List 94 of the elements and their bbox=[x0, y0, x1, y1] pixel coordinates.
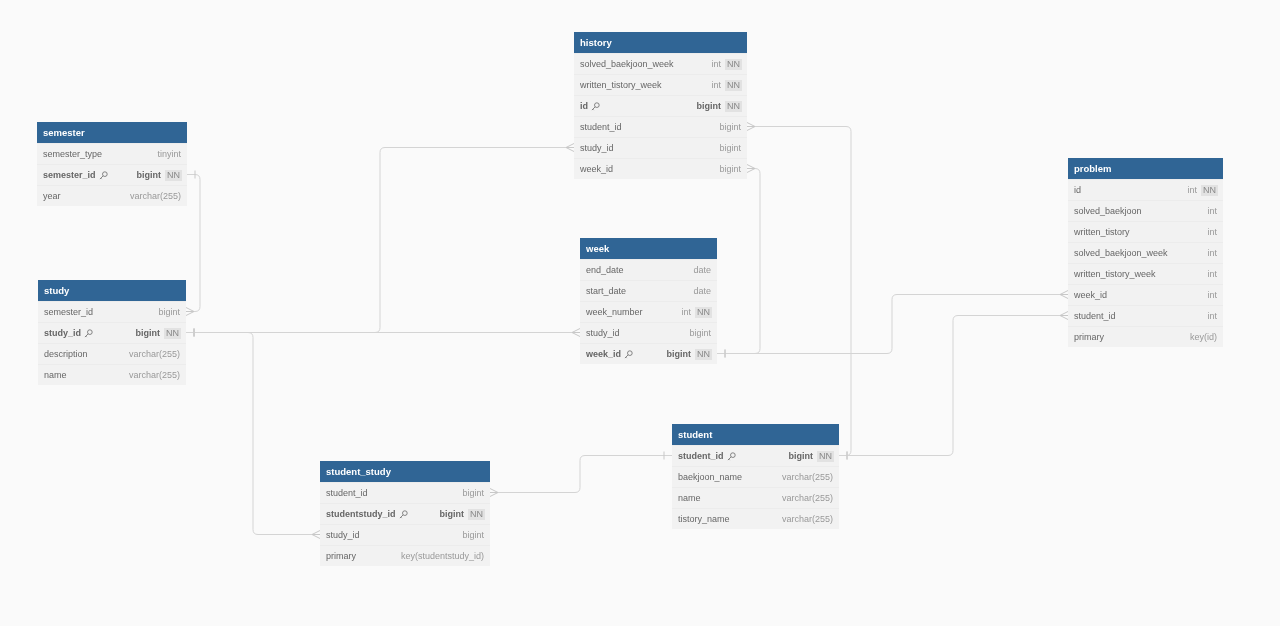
column-name: solved_baekjoon_week bbox=[580, 59, 674, 70]
data-type: varchar(255) bbox=[781, 493, 833, 504]
data-type: int bbox=[1187, 185, 1197, 196]
data-type: int bbox=[1207, 248, 1217, 259]
not-null-badge: NN bbox=[725, 101, 742, 112]
data-type: int bbox=[1207, 227, 1217, 238]
column-name: student_id bbox=[678, 451, 724, 462]
data-type: int bbox=[681, 307, 691, 318]
data-type: bigint bbox=[719, 122, 741, 133]
column-name: study_id bbox=[326, 530, 360, 541]
table-card bbox=[672, 424, 839, 529]
column-name: written_tistory_week bbox=[1074, 269, 1156, 280]
column-name: semester_id bbox=[44, 307, 94, 318]
data-type: bigint bbox=[696, 101, 721, 112]
data-type: bigint bbox=[666, 349, 691, 360]
column-name: start_date bbox=[586, 286, 627, 297]
table-title: student_study bbox=[320, 461, 490, 482]
column-name: written_tistory_week bbox=[580, 80, 662, 91]
data-type: date bbox=[693, 286, 711, 297]
data-type: int bbox=[1207, 206, 1217, 217]
column-name: student_id bbox=[580, 122, 622, 133]
column-name: study_id bbox=[44, 328, 81, 339]
relationship-line bbox=[489, 451, 673, 497]
column-name: week_id bbox=[586, 349, 622, 360]
data-type: date bbox=[693, 265, 711, 276]
data-type: int bbox=[711, 59, 721, 70]
data-type: varchar(255) bbox=[128, 370, 180, 381]
data-type: bigint bbox=[462, 488, 484, 499]
table-title: week bbox=[580, 238, 717, 259]
table-title: problem bbox=[1068, 158, 1223, 179]
data-type: int bbox=[1207, 311, 1217, 322]
data-type: bigint bbox=[158, 307, 180, 318]
not-null-badge: NN bbox=[725, 59, 742, 70]
data-type: bigint bbox=[689, 328, 711, 339]
not-null-badge: NN bbox=[695, 307, 712, 318]
table-card bbox=[37, 122, 187, 206]
not-null-badge: NN bbox=[468, 509, 485, 520]
table-card bbox=[38, 280, 186, 385]
column-name: week_id bbox=[580, 164, 614, 175]
column-name: year bbox=[43, 191, 61, 202]
table-title: semester bbox=[37, 122, 187, 143]
column-name: semester_id bbox=[43, 170, 96, 181]
column-name: studentstudy_id bbox=[326, 509, 396, 520]
column-name: semester_type bbox=[43, 149, 103, 160]
table-card bbox=[580, 238, 717, 364]
data-type: varchar(255) bbox=[128, 349, 180, 360]
column-name: end_date bbox=[586, 265, 624, 276]
column-name: description bbox=[44, 349, 88, 360]
data-type: key(id) bbox=[1190, 332, 1217, 343]
data-type: bigint bbox=[719, 164, 741, 175]
not-null-badge: NN bbox=[725, 80, 742, 91]
column-name: study_id bbox=[586, 328, 620, 339]
data-type: varchar(255) bbox=[781, 514, 833, 525]
data-type: bigint bbox=[788, 451, 813, 462]
table-title: student bbox=[672, 424, 839, 445]
data-type: varchar(255) bbox=[129, 191, 181, 202]
data-type: bigint bbox=[719, 143, 741, 154]
column-name: solved_baekjoon_week bbox=[1074, 248, 1168, 259]
column-name: solved_baekjoon bbox=[1074, 206, 1142, 217]
column-name: tistory_name bbox=[678, 514, 730, 525]
column-name: week_id bbox=[1074, 290, 1108, 301]
table-card bbox=[574, 32, 747, 179]
table-title: study bbox=[38, 280, 186, 301]
column-name: written_tistory bbox=[1074, 227, 1130, 238]
data-type: varchar(255) bbox=[781, 472, 833, 483]
data-type: int bbox=[1207, 269, 1217, 280]
not-null-badge: NN bbox=[817, 451, 834, 462]
column-name: baekjoon_name bbox=[678, 472, 743, 483]
data-type: bigint bbox=[439, 509, 464, 520]
data-type: bigint bbox=[135, 328, 160, 339]
table-card bbox=[1068, 158, 1223, 347]
data-type: bigint bbox=[462, 530, 484, 541]
column-name: id bbox=[580, 101, 588, 112]
table-card bbox=[320, 461, 490, 566]
column-name: student_id bbox=[326, 488, 368, 499]
column-name: id bbox=[1074, 185, 1081, 196]
column-name: week_number bbox=[586, 307, 643, 318]
data-type: int bbox=[711, 80, 721, 91]
data-type: bigint bbox=[136, 170, 161, 181]
data-type: int bbox=[1207, 290, 1217, 301]
table-title: history bbox=[574, 32, 747, 53]
column-name: primary bbox=[326, 551, 356, 562]
column-name: name bbox=[678, 493, 701, 504]
data-type: tinyint bbox=[157, 149, 181, 160]
not-null-badge: NN bbox=[165, 170, 182, 181]
not-null-badge: NN bbox=[164, 328, 181, 339]
column-name: name bbox=[44, 370, 67, 381]
relationship-line bbox=[185, 170, 201, 316]
column-name: study_id bbox=[580, 143, 614, 154]
column-name: primary bbox=[1074, 332, 1104, 343]
not-null-badge: NN bbox=[695, 349, 712, 360]
data-type: key(studentstudy_id) bbox=[400, 551, 484, 562]
not-null-badge: NN bbox=[1201, 185, 1218, 196]
column-name: student_id bbox=[1074, 311, 1116, 322]
